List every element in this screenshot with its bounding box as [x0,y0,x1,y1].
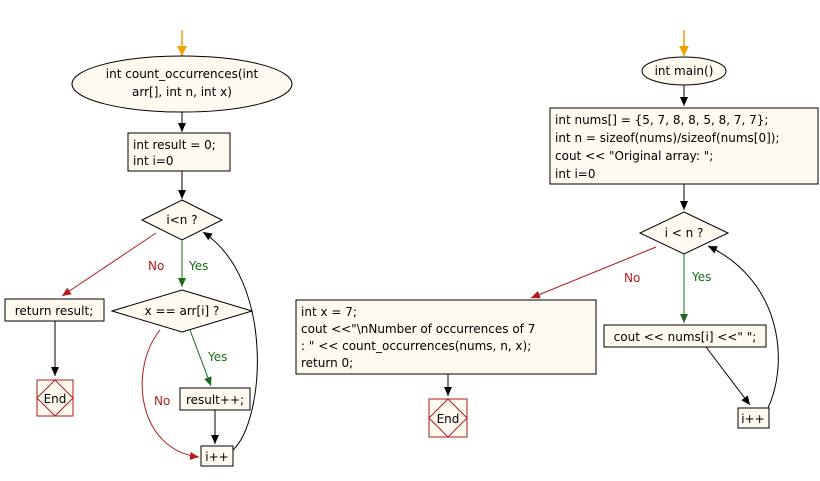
right-loop-body-text: cout << nums[i] <<" "; [614,330,757,344]
left-increment-i-box[interactable] [200,445,234,467]
left-increment-i-text: i++ [205,450,228,464]
right-end-diamond [428,398,468,438]
left-match-no-arrow [141,329,200,460]
left-start-text-line2: arr[], int n, int x) [132,85,232,99]
left-end-diamond [36,379,74,417]
right-result-line2: cout <<"\nNumber of occurrences of 7 [301,322,535,336]
right-loop-body-box[interactable] [603,324,767,348]
left-init-box[interactable] [127,132,231,172]
left-loop-no-label: No [148,259,164,273]
right-loop-yes-label: Yes [691,270,711,284]
left-match-decision[interactable] [110,289,254,333]
left-increment-result-text: result++; [186,393,244,407]
right-arrow-body-i [705,346,751,406]
left-start-text-line1: int count_occurrences(int [106,67,259,81]
left-init-line1: int result = 0; [133,138,216,152]
left-loop-back-arrow [202,231,258,451]
right-init-line1: int nums[] = {5, 7, 8, 8, 5, 8, 7, 7}; [555,113,768,127]
right-result-line1: int x = 7; [301,305,357,319]
right-init-line2: int n = sizeof(nums)/sizeof(nums[0]); [555,131,780,145]
right-result-line3: : " << count_occurrences(nums, n, x); [301,339,531,353]
right-loop-back-arrow [707,245,779,409]
left-loop-condition: i<n ? [166,213,197,227]
right-init-line4: int i=0 [555,167,595,181]
right-init-line3: cout << "Original array: "; [555,149,713,163]
right-loop-no-label: No [624,271,640,285]
right-flowchart: int main() int nums[] = {5, 7, 8, 8, 5, … [295,30,819,438]
right-loop-no-arrow [530,246,657,299]
right-end-text: End [437,412,460,426]
left-start-node[interactable] [71,55,293,113]
right-increment-i-text: i++ [741,412,764,426]
left-match-condition: x == arr[i] ? [145,304,220,318]
right-result-box[interactable] [295,299,597,375]
left-return-text: return result; [15,304,94,318]
right-result-line4: return 0; [301,356,353,370]
right-init-box[interactable] [549,107,819,185]
left-loop-no-arrow [61,232,157,297]
left-match-yes-arrow [189,329,212,387]
right-start-text: int main() [655,64,714,78]
left-flowchart: int count_occurrences(int arr[], int n, … [4,30,293,467]
left-end-text: End [44,392,67,406]
left-match-yes-label: Yes [207,350,227,364]
right-loop-condition: i < n ? [665,226,704,240]
right-increment-i-box[interactable] [737,407,770,429]
left-loop-yes-label: Yes [188,259,208,273]
left-match-no-label: No [154,394,170,408]
left-init-line2: int i=0 [133,154,173,168]
